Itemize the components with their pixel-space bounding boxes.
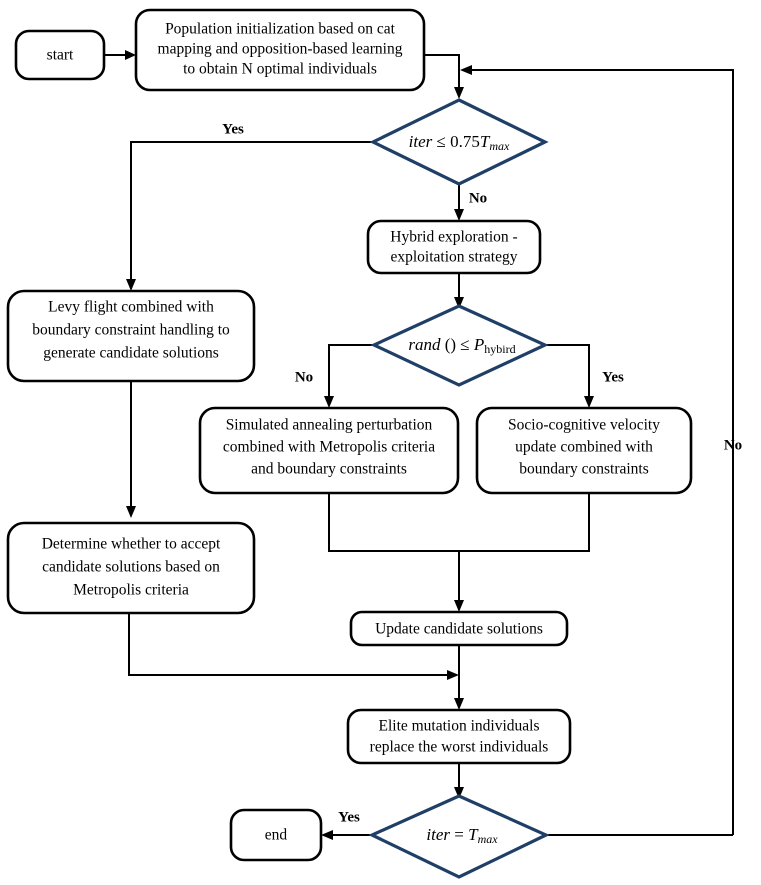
edge-socio-to-merge — [459, 493, 590, 552]
edge-label-yes-iter075: Yes — [222, 121, 244, 137]
edge-determine-to-trunk — [128, 613, 459, 680]
edge-label-yes-end: Yes — [338, 809, 360, 825]
edge-update-to-elite — [454, 644, 464, 710]
edge-simanneal-to-merge — [328, 493, 459, 552]
cond1-sub: max — [489, 139, 510, 153]
node-end-label: end — [265, 827, 288, 844]
cond1-var: T — [480, 132, 491, 151]
node-simulated-annealing[interactable]: Simulated annealing perturbation combine… — [198, 406, 460, 495]
node-determine-line-2: candidate solutions based on — [42, 559, 220, 576]
edge-elite-to-decision-iter-eq — [454, 762, 464, 799]
cond2-sub: hybird — [484, 342, 515, 356]
node-simanneal-line-3: and boundary constraints — [251, 461, 407, 478]
edge-label-no-rand: No — [295, 369, 313, 385]
edge-hybrid-to-decision-rand — [454, 272, 464, 309]
edge-merge-to-update — [454, 551, 464, 612]
edge-decision-iter075-yes-to-levy — [126, 141, 373, 291]
node-hybrid-line-2: exploitation strategy — [391, 249, 518, 266]
node-hybrid-exploration-exploitation[interactable]: Hybrid exploration - exploitation strate… — [366, 219, 542, 275]
node-decision-iter-le-075tmax[interactable]: iter ≤ 0.75Tmax — [369, 98, 549, 186]
node-start-label: start — [47, 47, 74, 64]
node-socio-line-1: Socio-cognitive velocity — [508, 417, 660, 434]
edge-label-no-loopback: No — [724, 437, 742, 453]
cond2-var: P — [473, 335, 484, 354]
edge-init-to-decision-iter075 — [424, 54, 464, 99]
edge-decision-rand-no-to-simanneal — [324, 344, 374, 408]
node-socio-cognitive-velocity[interactable]: Socio-cognitive velocity update combined… — [475, 406, 693, 495]
cond1-op: ≤ 0.75 — [432, 132, 480, 151]
node-decision-rand-le-phybird[interactable]: rand () ≤ Phybird — [370, 304, 549, 387]
edge-label-yes-rand: Yes — [602, 369, 624, 385]
edge-decision-iter-eq-yes-to-end — [321, 830, 372, 840]
node-elite-line-2: replace the worst individuals — [370, 739, 549, 756]
edge-loopback-no-to-top — [460, 65, 734, 835]
node-decision-iter-eq-label: iter = Tmax — [426, 825, 498, 846]
node-simanneal-line-1: Simulated annealing perturbation — [226, 417, 433, 434]
node-levy-line-1: Levy flight combined with — [48, 299, 214, 316]
node-elite-mutation[interactable]: Elite mutation individuals replace the w… — [346, 708, 572, 765]
cond3-op: = — [450, 825, 468, 844]
node-decision-rand-label: rand () ≤ Phybird — [408, 335, 515, 356]
cond2-lhs: rand — [408, 335, 441, 354]
node-determine-line-1: Determine whether to accept — [42, 536, 221, 553]
node-start[interactable]: start — [14, 29, 106, 81]
node-init-line-1: Population initialization based on cat — [165, 21, 396, 38]
node-socio-line-2: update combined with — [515, 439, 653, 456]
node-decision-iter075-label: iter ≤ 0.75Tmax — [409, 132, 510, 153]
edge-levy-to-determine — [126, 380, 136, 518]
cond1-lhs: iter — [409, 132, 433, 151]
node-socio-line-3: boundary constraints — [519, 461, 649, 478]
node-levy-line-2: boundary constraint handling to — [32, 322, 230, 339]
edge-decision-rand-yes-to-socio — [545, 344, 594, 408]
node-levy-line-3: generate candidate solutions — [43, 345, 219, 362]
node-init-line-2: mapping and opposition-based learning — [158, 41, 403, 58]
node-update-candidate-solutions[interactable]: Update candidate solutions — [349, 610, 569, 647]
node-determine-accept[interactable]: Determine whether to accept candidate so… — [6, 521, 256, 615]
edge-start-to-init — [104, 50, 136, 60]
node-elite-line-1: Elite mutation individuals — [378, 718, 539, 735]
node-init-line-3: to obtain N optimal individuals — [183, 61, 377, 78]
node-determine-line-3: Metropolis criteria — [73, 582, 189, 599]
node-end[interactable]: end — [229, 808, 323, 862]
node-update-line-1: Update candidate solutions — [375, 621, 543, 638]
node-population-initialization[interactable]: Population initialization based on cat m… — [134, 8, 426, 92]
cond3-sub: max — [478, 832, 499, 846]
edge-label-no-iter075: No — [469, 190, 487, 206]
cond2-op: () ≤ — [440, 335, 473, 354]
node-hybrid-line-1: Hybrid exploration - — [390, 229, 517, 246]
cond3-lhs: iter — [426, 825, 450, 844]
cond3-var: T — [468, 825, 479, 844]
node-decision-iter-eq-tmax[interactable]: iter = Tmax — [368, 794, 550, 879]
node-levy-flight[interactable]: Levy flight combined with boundary const… — [6, 289, 256, 383]
node-simanneal-line-2: combined with Metropolis criteria — [223, 439, 435, 456]
